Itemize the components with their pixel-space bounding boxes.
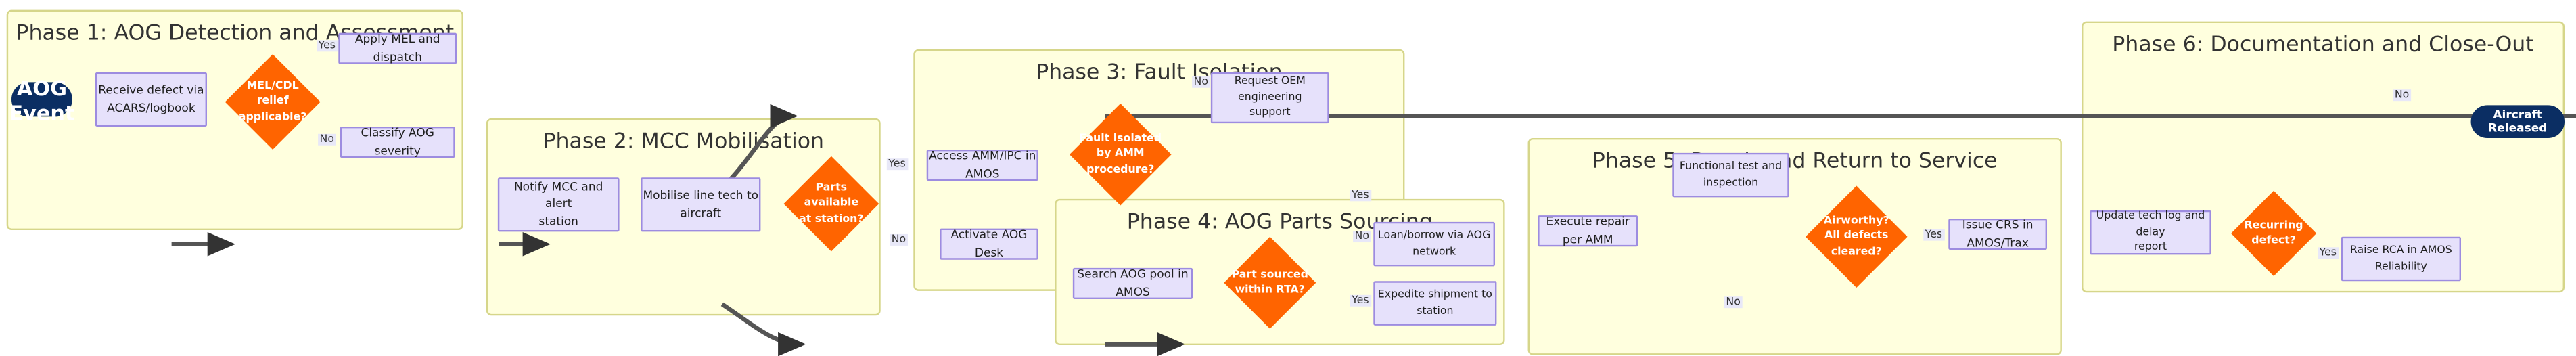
node-start-label: AOG Event: [9, 74, 75, 125]
node-aogdesk-label: Activate AOG Desk: [950, 229, 1028, 259]
node-issue-crs[interactable]: Issue CRS in AMOS/Trax: [1948, 219, 2047, 250]
edge-label-mel-yes: Yes: [317, 39, 338, 52]
node-notify-line1: Notify MCC and alert: [513, 181, 603, 211]
node-expedite-line2: station: [1417, 303, 1454, 317]
cluster-phase-3-title: Phase 3: Fault Isolation: [1036, 60, 1283, 86]
node-loan-line2: network: [1412, 244, 1456, 258]
node-execute-repair[interactable]: Execute repair per AMM: [1538, 215, 1638, 247]
node-isolated-label: Fault isolated by AMM procedure?: [1079, 132, 1162, 175]
node-recurring-label: Recurring defect?: [2244, 218, 2303, 247]
node-techlog-line2: report: [2134, 240, 2167, 254]
node-execute-label: Execute repair per AMM: [1546, 216, 1630, 246]
node-parts-label: Parts available at station?: [799, 181, 864, 225]
edge-label-parts-no: No: [890, 233, 908, 246]
node-mel-label: MEL/CDL relief applicable?: [238, 79, 307, 123]
edge-label-recurring-no: No: [2393, 89, 2411, 102]
node-rca-line2: Reliability: [2374, 259, 2427, 272]
node-techlog-line1: Update tech log and delay: [2096, 209, 2205, 238]
edge-label-parts-yes: Yes: [886, 158, 908, 171]
node-amm-label: Access AMM/IPC in AMOS: [929, 150, 1036, 180]
node-apply-mel-dispatch[interactable]: Apply MEL and dispatch: [338, 32, 457, 64]
edge-label-airworthy-yes: Yes: [1923, 228, 1944, 241]
cluster-phase-5-title: Phase 5: Repair and Return to Service: [1592, 150, 1998, 175]
node-access-amm-ipc[interactable]: Access AMM/IPC in AMOS: [926, 150, 1038, 181]
cluster-phase-5: Phase 5: Repair and Return to Service: [1527, 138, 2062, 355]
node-expedite-line1: Expedite shipment to: [1377, 288, 1492, 301]
node-sourced-label: Part sourced within RTA?: [1231, 267, 1308, 296]
node-expedite-shipment[interactable]: Expedite shipment to station: [1373, 281, 1497, 326]
node-loan-line1: Loan/borrow via AOG: [1377, 228, 1491, 242]
node-parts-available-decision[interactable]: Parts available at station?: [783, 156, 879, 252]
node-functional-test[interactable]: Functional test and inspection: [1672, 152, 1789, 198]
node-released-label: Aircraft Released: [2488, 108, 2548, 135]
node-airworthy-decision[interactable]: Airworthy? All defects cleared?: [1806, 185, 1908, 288]
node-crs-label: Issue CRS in AMOS/Trax: [1962, 219, 2033, 249]
node-oem-line1: Request OEM engineering: [1234, 74, 1306, 104]
edge-label-mel-no: No: [318, 133, 336, 146]
cluster-phase-6-title: Phase 6: Documentation and Close-Out: [2112, 32, 2534, 58]
node-recurring-defect-decision[interactable]: Recurring defect?: [2231, 190, 2317, 276]
node-activate-aog-desk[interactable]: Activate AOG Desk: [940, 228, 1038, 260]
node-fault-isolated-decision[interactable]: Fault isolated by AMM procedure?: [1070, 104, 1172, 206]
node-search-aog-pool[interactable]: Search AOG pool in AMOS: [1072, 267, 1193, 299]
node-receive-line2: ACARS/logbook: [107, 101, 196, 114]
edge-label-airworthy-no: No: [1724, 296, 1743, 309]
node-end-aircraft-released[interactable]: Aircraft Released: [2470, 105, 2564, 138]
node-mobilise-line1: Mobilise line tech to: [643, 190, 759, 203]
node-notify-line2: station: [538, 215, 578, 228]
node-mel-relief-decision[interactable]: MEL/CDL relief applicable?: [225, 54, 321, 150]
node-functest-line2: inspection: [1703, 175, 1759, 189]
node-raise-rca[interactable]: Raise RCA in AMOS Reliability: [2341, 236, 2461, 282]
node-update-tech-log[interactable]: Update tech log and delay report: [2090, 209, 2211, 255]
node-start-aog-event[interactable]: AOG Event: [9, 75, 74, 125]
node-rca-line1: Raise RCA in AMOS: [2349, 243, 2452, 257]
node-oem-line2: support: [1249, 105, 1291, 119]
edge-label-isolated-no: No: [1192, 75, 1210, 89]
node-mobilise-line-tech[interactable]: Mobilise line tech to aircraft: [641, 177, 761, 232]
cluster-phase-2-title: Phase 2: MCC Mobilisation: [543, 129, 825, 155]
node-mobilise-line2: aircraft: [680, 206, 722, 220]
node-receive-defect[interactable]: Receive defect via ACARS/logbook: [95, 72, 207, 127]
edge-label-sourced-no: No: [1353, 229, 1371, 243]
node-classify-severity[interactable]: Classify AOG severity: [340, 127, 455, 158]
node-loan-borrow-aog-network[interactable]: Loan/borrow via AOG network: [1373, 221, 1495, 267]
node-part-sourced-decision[interactable]: Part sourced within RTA?: [1224, 236, 1316, 329]
node-apply-mel-label: Apply MEL and dispatch: [354, 33, 440, 64]
node-functest-line1: Functional test and: [1679, 159, 1782, 173]
node-receive-line1: Receive defect via: [98, 84, 204, 98]
edge-label-sourced-yes: Yes: [1350, 294, 1371, 307]
edge-label-recurring-yes: Yes: [2318, 246, 2339, 259]
node-airworthy-label: Airworthy? All defects cleared?: [1823, 214, 1889, 258]
node-classify-label: Classify AOG severity: [361, 127, 434, 157]
node-request-oem-support[interactable]: Request OEM engineering support: [1210, 72, 1329, 124]
node-notify-mcc[interactable]: Notify MCC and alert station: [497, 177, 620, 232]
edge-label-isolated-yes: Yes: [1350, 189, 1371, 202]
node-search-label: Search AOG pool in AMOS: [1077, 268, 1189, 298]
